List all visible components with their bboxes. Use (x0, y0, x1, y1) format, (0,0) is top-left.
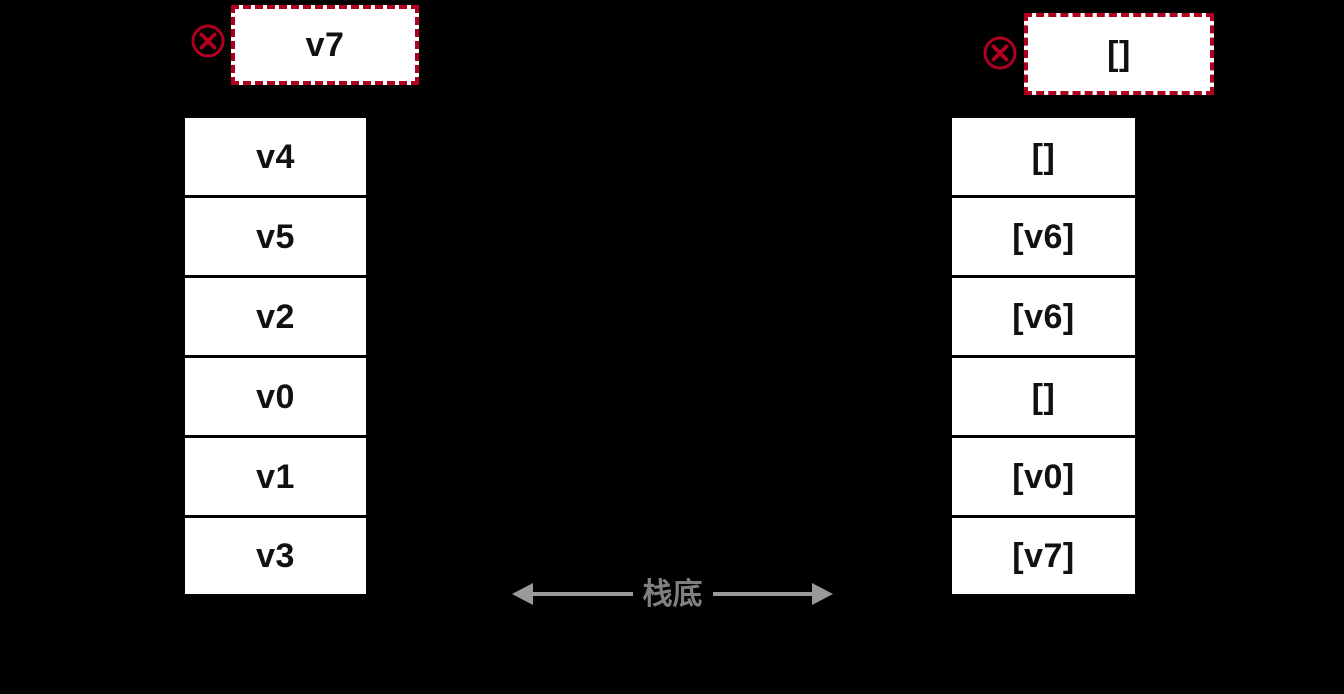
stack-cell-value: [v6] (1012, 297, 1075, 336)
stack-cell: [v6] (950, 276, 1137, 356)
stack-cell-value: [v6] (1012, 217, 1075, 256)
popped-value-left-text: v7 (305, 26, 345, 64)
stack-cell-value: [] (1031, 137, 1056, 176)
left-stack: v4 v5 v2 v0 v1 v3 (183, 116, 368, 596)
popped-value-box-left: v7 (231, 5, 419, 85)
stack-cell: [] (950, 116, 1137, 196)
stack-cell: [v6] (950, 196, 1137, 276)
stack-cell-value: v4 (256, 137, 295, 176)
stack-cell: v4 (183, 116, 368, 196)
stack-cell: [v7] (950, 516, 1137, 596)
double-headed-arrow-icon (512, 583, 833, 605)
stack-cell: v5 (183, 196, 368, 276)
stack-cell: [] (950, 356, 1137, 436)
stack-cell-value: [v0] (1012, 457, 1075, 496)
stack-cell-value: v2 (256, 297, 295, 336)
stack-cell: v3 (183, 516, 368, 596)
stack-cell-value: [v7] (1012, 537, 1075, 575)
stack-cell: v2 (183, 276, 368, 356)
stack-cell-value: v3 (256, 537, 295, 575)
stack-cell: v1 (183, 436, 368, 516)
stack-cell: [v0] (950, 436, 1137, 516)
circle-x-icon (190, 23, 226, 59)
stack-cell-value: [] (1031, 377, 1056, 416)
stack-bottom-annotation: 栈底 (505, 565, 840, 623)
stack-cell-value: v5 (256, 217, 295, 256)
right-stack: [] [v6] [v6] [] [v0] [v7] (950, 116, 1137, 596)
stack-cell-value: v0 (256, 377, 295, 416)
popped-value-box-right: [] (1024, 13, 1214, 95)
stack-cell-value: v1 (256, 457, 295, 496)
circle-x-icon (982, 35, 1018, 71)
stack-cell: v0 (183, 356, 368, 436)
popped-value-right-text: [] (1107, 35, 1131, 73)
